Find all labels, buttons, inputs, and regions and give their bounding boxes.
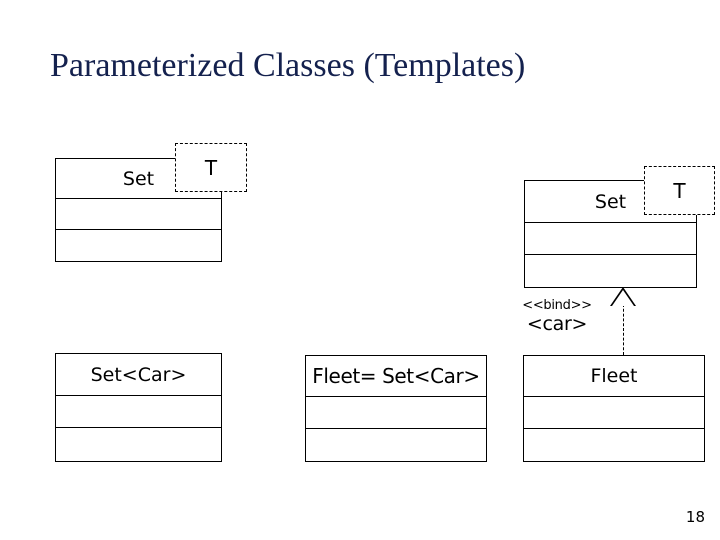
- page-title: Parameterized Classes (Templates): [50, 47, 526, 84]
- template-parameter-label: T: [204, 155, 218, 180]
- class-name-label: Set<Car>: [90, 363, 187, 386]
- class-operations-compartment: [525, 255, 696, 287]
- class-name-label: Set: [122, 167, 155, 190]
- class-name-compartment: Fleet: [524, 356, 704, 397]
- template-parameter-box-right[interactable]: T: [644, 166, 715, 215]
- page-number: 18: [685, 508, 705, 526]
- class-name-label: Set: [594, 190, 627, 213]
- class-operations-compartment: [306, 429, 486, 461]
- class-name-compartment: Set<Car>: [56, 354, 221, 396]
- class-attributes-compartment: [306, 397, 486, 429]
- class-name-compartment: Fleet= Set<Car>: [306, 356, 486, 397]
- class-operations-compartment: [56, 230, 221, 261]
- bind-stereotype-label: <<bind>>: [522, 298, 592, 313]
- class-box-fleet[interactable]: Fleet: [523, 355, 705, 462]
- class-operations-compartment: [524, 429, 704, 461]
- class-attributes-compartment: [524, 397, 704, 429]
- class-box-fleet-equals-set-car[interactable]: Fleet= Set<Car>: [305, 355, 487, 462]
- class-operations-compartment: [56, 428, 221, 461]
- bind-dependency-line: [623, 304, 624, 355]
- class-name-label: Fleet: [590, 365, 638, 387]
- class-box-set-car[interactable]: Set<Car>: [55, 353, 222, 462]
- template-parameter-label: T: [673, 178, 686, 203]
- class-name-compartment: Set: [56, 159, 221, 199]
- class-name-label: Fleet= Set<Car>: [312, 364, 480, 388]
- class-attributes-compartment: [56, 199, 221, 230]
- template-parameter-box-left[interactable]: T: [175, 143, 247, 192]
- class-attributes-compartment: [525, 223, 696, 255]
- bind-argument-label: <car>: [526, 313, 588, 335]
- class-name-compartment: Set: [525, 181, 696, 223]
- class-attributes-compartment: [56, 396, 221, 428]
